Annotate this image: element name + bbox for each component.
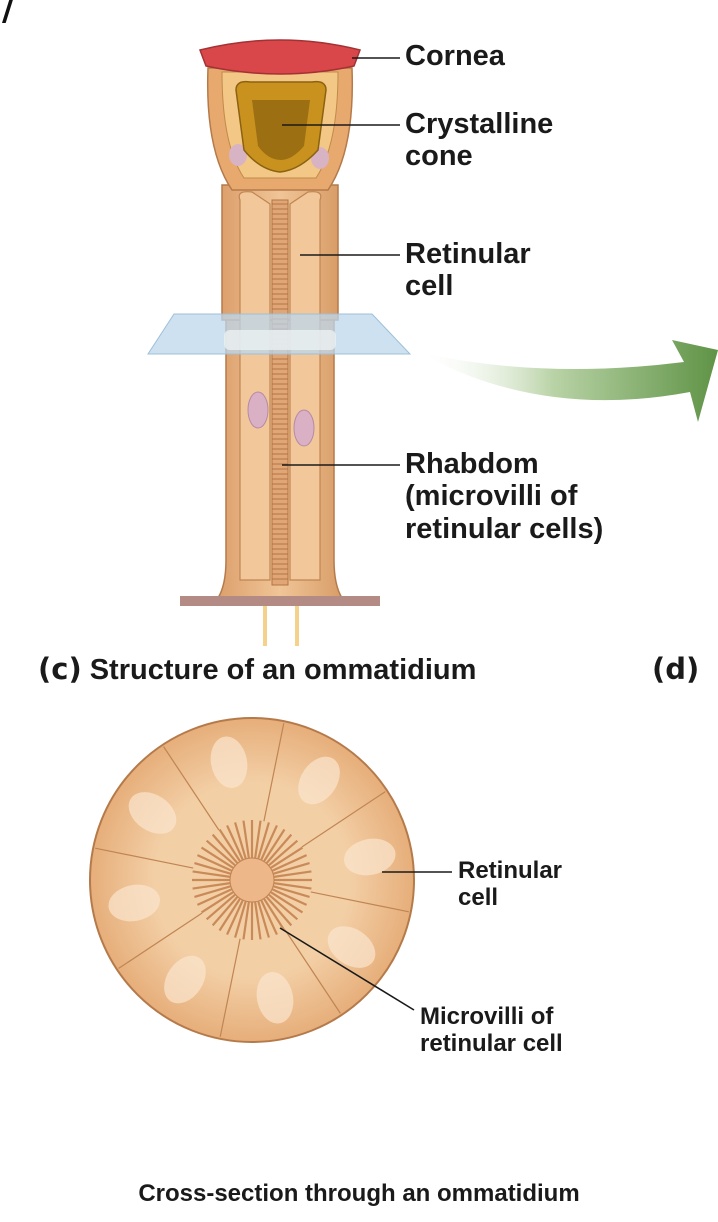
microvillus xyxy=(257,900,270,938)
basement-membrane xyxy=(180,596,380,606)
microvillus xyxy=(226,824,244,861)
panel-c-title: (c)Structure of an ommatidium xyxy=(38,652,476,687)
microvillus xyxy=(272,885,310,898)
microvillus xyxy=(254,901,262,940)
microvillus xyxy=(196,888,233,906)
microvillus xyxy=(234,900,247,938)
section-band xyxy=(224,330,336,350)
cell-boundary xyxy=(118,912,203,969)
ommatidium xyxy=(147,39,412,646)
microvillus xyxy=(194,862,232,875)
panel-d-tag: (d) xyxy=(652,652,700,686)
axon-right xyxy=(295,606,299,646)
cell-highlight xyxy=(327,926,376,968)
cell-highlight xyxy=(344,838,396,876)
microvillus xyxy=(265,833,293,865)
rhabdom-stripes xyxy=(272,203,288,580)
nucleus-right xyxy=(293,409,315,447)
cross-section xyxy=(89,717,415,1043)
microvillus xyxy=(218,897,242,932)
cell-boundary xyxy=(301,791,386,848)
cross-section-caption: Cross-section through an ommatidium xyxy=(138,1180,580,1207)
microvillus xyxy=(267,893,299,921)
leader-lines-bottom xyxy=(279,871,452,1011)
microvillus xyxy=(260,899,278,936)
cell-highlight xyxy=(128,792,177,834)
label-retinular-cell: Retinular cell xyxy=(405,238,531,303)
leader-lines-top xyxy=(282,57,400,466)
microvillus xyxy=(200,846,235,870)
panel-d-title: (d) xyxy=(652,652,707,687)
microvillus xyxy=(196,854,233,872)
microvillus xyxy=(273,870,312,878)
label-cross-retinular-cell: Retinular cell xyxy=(458,857,563,911)
microvillus xyxy=(205,893,237,921)
microvillus xyxy=(265,895,293,927)
microvillus xyxy=(262,828,286,863)
panel-c-tag: (c) xyxy=(38,652,82,686)
microvillus xyxy=(267,839,299,867)
microvillus xyxy=(271,854,308,872)
cell-highlight xyxy=(108,884,160,922)
cell-boundary xyxy=(284,929,341,1014)
microvillus xyxy=(262,897,286,932)
microvillus xyxy=(194,885,232,898)
microvillus xyxy=(211,895,239,927)
pigment-spot-left xyxy=(229,144,247,166)
microvillus xyxy=(242,820,250,859)
microvillus xyxy=(211,833,239,865)
nucleus-left xyxy=(247,391,269,429)
microvillus xyxy=(218,828,242,863)
crystalline-cone-core xyxy=(252,100,310,160)
microvillus xyxy=(273,882,312,890)
label-rhabdom: Rhabdom (microvilli of retinular cells) xyxy=(405,448,604,545)
microvillus xyxy=(269,890,304,914)
cell-boundary xyxy=(310,891,409,913)
microvillus xyxy=(192,870,231,878)
section-arrow xyxy=(418,340,718,422)
retinular-cell-right xyxy=(289,191,322,581)
label-crystalline-cone: Crystalline cone xyxy=(405,108,554,173)
microvillus xyxy=(272,862,310,875)
retinular-cell-left xyxy=(238,191,271,581)
corner-glyph: / xyxy=(2,0,15,29)
retinular-cell-segments xyxy=(95,723,409,1037)
microvillus xyxy=(226,899,244,936)
microvillus xyxy=(242,901,250,940)
label-cornea: Cornea xyxy=(405,40,505,72)
microvillus xyxy=(205,839,237,867)
microvillus xyxy=(269,846,304,870)
microvillus xyxy=(234,822,247,860)
microvillus xyxy=(254,820,262,859)
cell-highlight xyxy=(298,756,340,805)
cell-boundary xyxy=(163,746,220,831)
rhabdom xyxy=(271,199,289,586)
microvillus xyxy=(192,882,231,890)
microvilli-rays xyxy=(192,820,312,940)
label-cross-microvilli: Microvilli of retinular cell xyxy=(420,1003,563,1057)
cell-boundary xyxy=(263,723,285,822)
microvillus xyxy=(271,888,308,906)
cornea xyxy=(199,39,361,75)
microvillus xyxy=(200,890,235,914)
cell-highlight xyxy=(210,736,248,788)
cell-highlight xyxy=(256,972,294,1024)
microvillus xyxy=(260,824,278,861)
axon-left xyxy=(263,606,267,646)
panel-c-text: Structure of an ommatidium xyxy=(89,654,477,686)
cell-boundary xyxy=(219,938,241,1037)
microvillus xyxy=(257,822,270,860)
cell-boundary xyxy=(95,847,194,869)
cell-highlight xyxy=(164,955,206,1004)
rhabdom-core xyxy=(229,857,275,903)
